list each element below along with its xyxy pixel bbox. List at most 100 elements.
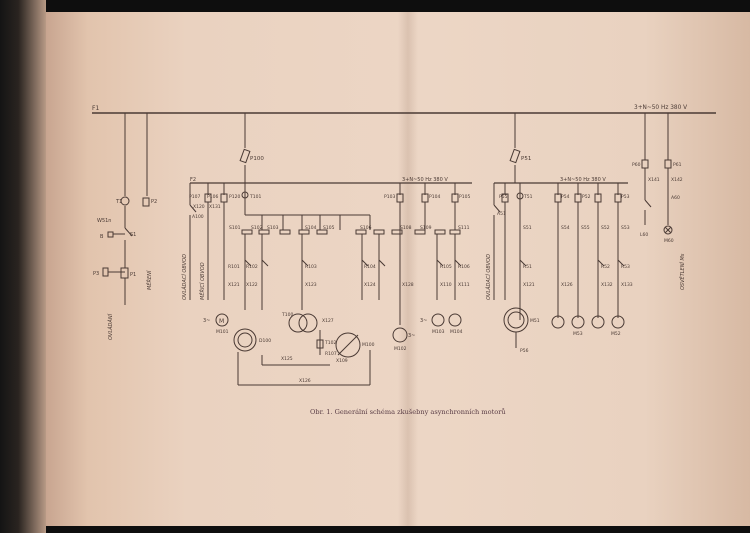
- label-r106: R106: [458, 264, 470, 270]
- label-m100: M100: [362, 342, 375, 348]
- label-x122: X122: [246, 282, 258, 288]
- label-p54: P54: [561, 194, 570, 200]
- left-machines: M: [215, 313, 462, 386]
- label-x123: X123: [305, 282, 317, 288]
- label-t51: T51: [523, 194, 533, 200]
- previous-page-edge: [0, 0, 46, 533]
- label-p53: P53: [621, 194, 630, 200]
- label-r52: R52: [601, 264, 610, 270]
- label-p105: P105: [459, 194, 470, 200]
- label-m51: M51: [530, 318, 540, 324]
- figure-caption: Obr. 1. Generální schéma zkušebny asynch…: [310, 407, 506, 416]
- label-x111: X111: [458, 282, 470, 288]
- label-r102: R102: [246, 264, 258, 270]
- vtext-ovladani: OVLÁDÁNÍ: [107, 313, 114, 340]
- label-x121-right: X121: [523, 282, 535, 288]
- label-s111: S111: [458, 225, 470, 231]
- label-s101: S101: [229, 225, 241, 231]
- volt-mark-2: 3~: [420, 318, 427, 324]
- feeder-right: [509, 113, 521, 183]
- label-x128: X128: [402, 282, 414, 288]
- label-p1: P1: [130, 272, 136, 278]
- vtext-ovladaci-obvod-left: OVLÁDACÍ OBVOD: [181, 254, 188, 300]
- label-p103: P103: [384, 194, 395, 200]
- label-s108: S108: [400, 225, 412, 231]
- feeder-left: [239, 113, 251, 183]
- label-m52: M52: [611, 331, 621, 337]
- label-x124: X124: [364, 282, 376, 288]
- label-s52: S52: [601, 225, 610, 231]
- label-m103: M103: [432, 329, 445, 335]
- sub-bus-left-voltage: 3+N~50 Hz 380 V: [402, 177, 448, 183]
- label-x133: X133: [621, 282, 633, 288]
- label-m101: M101: [216, 329, 229, 335]
- label-m102: M102: [394, 346, 407, 352]
- label-r51: R51: [523, 264, 532, 270]
- label-r101: R101: [228, 264, 240, 270]
- label-x121: X121: [228, 282, 240, 288]
- paper-page: [46, 12, 750, 526]
- label-x126-right: X126: [561, 282, 573, 288]
- sub-bus-right-voltage: 3+N~50 Hz 380 V: [560, 177, 606, 183]
- label-s53: S53: [621, 225, 630, 231]
- label-x125: X125: [281, 356, 293, 362]
- label-l60: L60: [640, 232, 648, 238]
- label-x142: X142: [671, 177, 683, 183]
- volt-mark-3: 3~: [408, 333, 415, 339]
- label-x126: X126: [299, 378, 311, 384]
- label-p55: P55: [499, 194, 508, 200]
- label-r53: R53: [621, 264, 630, 270]
- label-x132: X132: [601, 282, 613, 288]
- label-b: B: [100, 234, 104, 240]
- label-x110: X110: [440, 282, 452, 288]
- label-p120: P120: [229, 194, 240, 200]
- label-m104: M104: [450, 329, 463, 335]
- label-s106: S106: [360, 225, 372, 231]
- vtext-ovladaci-obvod-right: OVLÁDACÍ OBVOD: [485, 254, 492, 300]
- label-s55: S55: [581, 225, 590, 231]
- label-s104: S104: [305, 225, 317, 231]
- label-p61: P61: [673, 162, 682, 168]
- label-r107: R107: [325, 351, 337, 357]
- label-r103: R103: [305, 264, 317, 270]
- label-p3: P3: [93, 271, 99, 277]
- label-w51n: W51n: [97, 218, 111, 224]
- label-t101: T101: [249, 194, 261, 200]
- label-s54: S54: [561, 225, 570, 231]
- label-s109: S109: [420, 225, 432, 231]
- label-p2: P2: [151, 199, 157, 205]
- label-s103: S103: [267, 225, 279, 231]
- label-m60: M60: [664, 238, 674, 244]
- label-a51: A51: [497, 211, 506, 217]
- label-x141: X141: [648, 177, 660, 183]
- far-right-branch: [641, 113, 673, 235]
- vtext-mereni: MĚŘENÍ: [145, 270, 153, 290]
- label-t1: T1: [115, 199, 122, 205]
- label-d100: D100: [259, 338, 271, 344]
- label-s51: S51: [523, 225, 532, 231]
- sub-bus-left-label: F2: [190, 177, 196, 183]
- label-s1: S1: [130, 232, 136, 238]
- label-p52: P52: [582, 194, 591, 200]
- vtext-merici-obvod-left: MĚŘICÍ OBVOD: [198, 262, 206, 300]
- left-branch: [102, 113, 150, 305]
- right-section-drops: [493, 183, 625, 320]
- label-x120: X120: [193, 204, 205, 210]
- label-a100: A100: [192, 214, 204, 220]
- volt-mark-1: 3~: [203, 318, 210, 324]
- main-bus-right-label: 3+N~50 Hz 380 V: [634, 105, 687, 111]
- feeder-left-label: P100: [250, 156, 264, 162]
- label-x131: X131: [209, 204, 221, 210]
- label-t102: T102: [324, 340, 336, 346]
- label-p60: P60: [632, 162, 641, 168]
- page-fold: [398, 12, 418, 526]
- label-p104: P104: [429, 194, 440, 200]
- feeder-right-label: P51: [521, 156, 531, 162]
- main-bus-left-label: F1: [92, 105, 99, 112]
- label-x109: X109: [336, 358, 348, 364]
- label-s105: S105: [323, 225, 335, 231]
- label-t100: T100: [281, 312, 293, 318]
- label-a60: A60: [671, 195, 680, 201]
- svg-text:M: M: [219, 318, 224, 325]
